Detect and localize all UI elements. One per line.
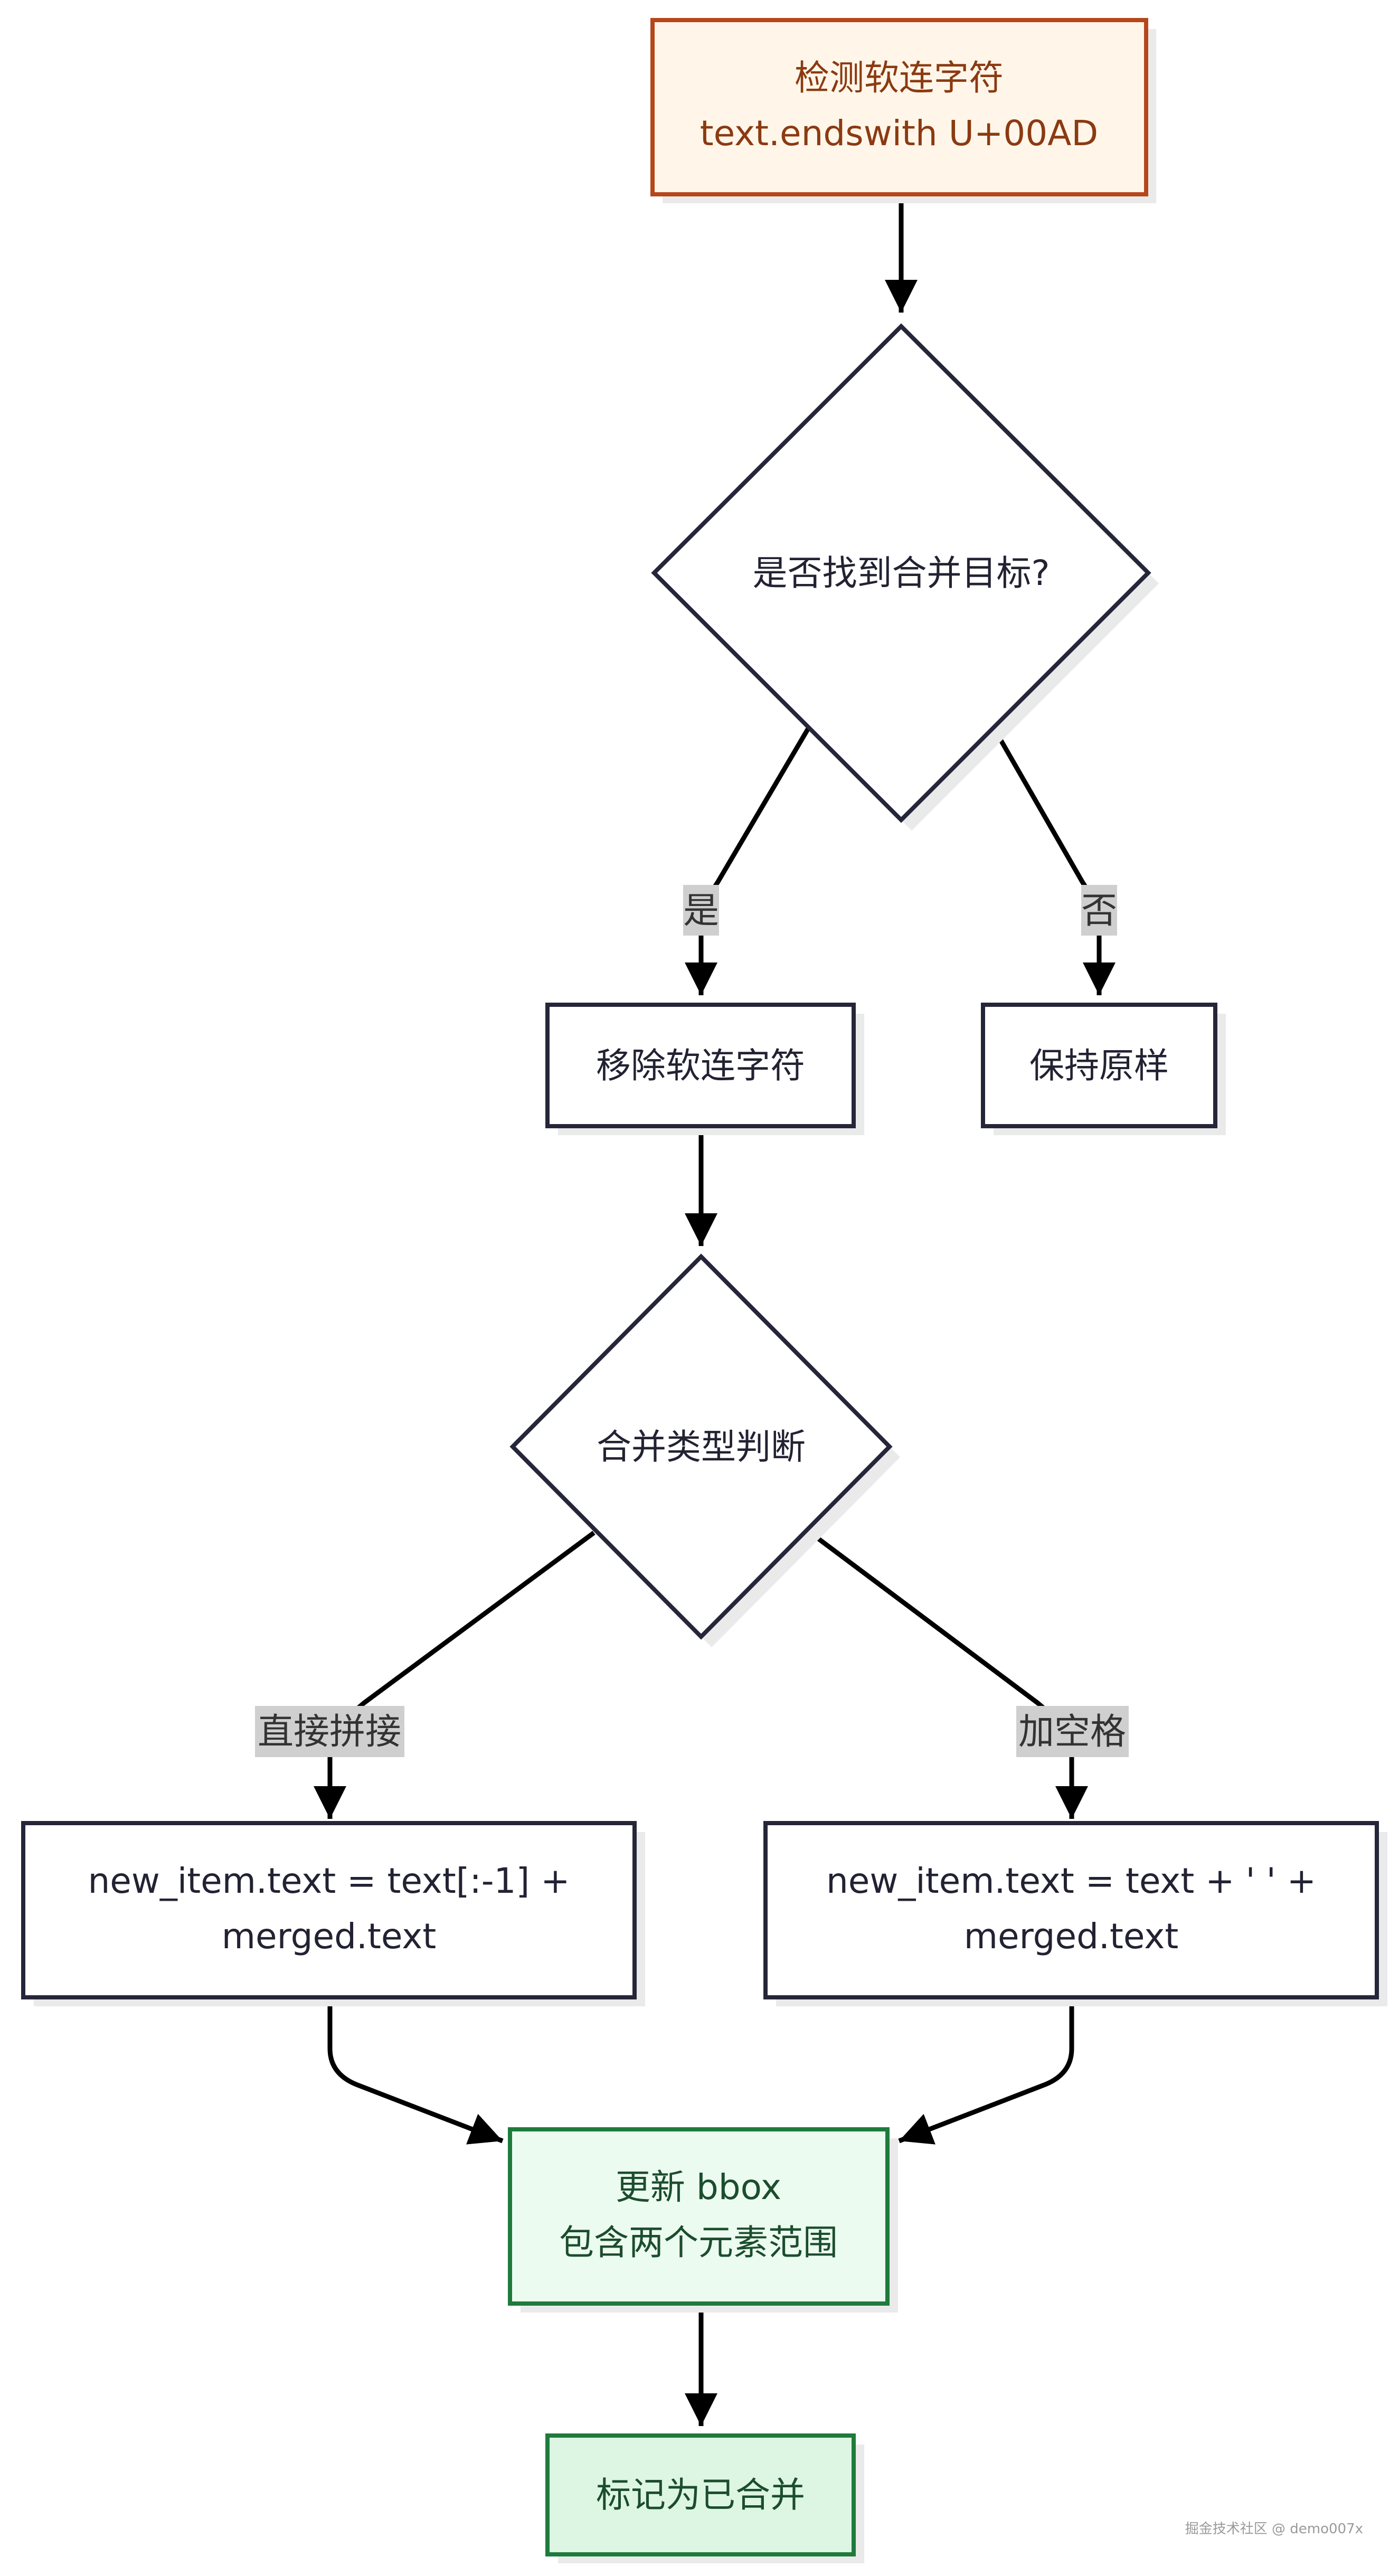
node-mark-merged-box (545, 2433, 856, 2556)
edge-mergetype-to-direct (314, 1531, 595, 1819)
node-keep-original[interactable]: 保持原样 (981, 1003, 1226, 1135)
node-keep-original-text: 保持原样 (1029, 1045, 1169, 1086)
edge-label-direct: 直接拼接 (255, 1706, 404, 1757)
edge-decision-to-remove (685, 726, 811, 995)
node-merge-type-decision[interactable]: 合并类型判断 (509, 1253, 900, 1647)
edge-label-no: 否 (1081, 885, 1117, 936)
node-detect[interactable]: 检测软连字符 text.endswith U+00AD (650, 18, 1156, 203)
watermark-text: 掘金技术社区 @ demo007x (1185, 2521, 1363, 2537)
node-add-space-box (763, 1821, 1379, 1999)
node-update-bbox-line-2: 包含两个元素范围 (559, 2222, 838, 2263)
node-detect-line-1: 检测软连字符 (795, 58, 1004, 98)
node-remove-hyphen[interactable]: 移除软连字符 (545, 1003, 864, 1135)
nodes: 检测软连字符 text.endswith U+00AD 是否找到合并目标? 移除… (21, 18, 1387, 2563)
node-direct-concat-line-2: merged.text (222, 1916, 437, 1957)
node-detect-box (650, 18, 1148, 196)
node-mark-merged[interactable]: 标记为已合并 (545, 2433, 864, 2563)
edge-label-space-bg (1016, 1706, 1129, 1757)
edge-label-space-text: 加空格 (1018, 1711, 1126, 1753)
edge-mergetype-to-space (809, 1531, 1088, 1819)
node-direct-concat-line-1: new_item.text = text[:-1] + (88, 1861, 570, 1901)
node-found-decision[interactable]: 是否找到合并目标? (651, 323, 1159, 831)
node-merge-type-decision-text: 合并类型判断 (597, 1427, 806, 1467)
edge-direct-to-bbox (327, 1998, 504, 2145)
edge-label-yes-bg (683, 885, 719, 936)
node-update-bbox[interactable]: 更新 bbox 包含两个元素范围 (508, 2127, 898, 2313)
edge-label-direct-bg (255, 1706, 404, 1757)
edge-label-no-bg (1081, 885, 1117, 936)
node-add-space-line-2: merged.text (964, 1916, 1179, 1957)
node-update-bbox-box (508, 2127, 890, 2306)
edge-space-to-bbox (898, 1998, 1074, 2145)
edge-label-yes: 是 (683, 885, 719, 936)
edge-label-space: 加空格 (1016, 1706, 1129, 1757)
edge-label-yes-text: 是 (683, 890, 719, 932)
node-remove-hyphen-box (545, 1003, 856, 1128)
node-found-decision-shape (651, 323, 1151, 823)
node-merge-type-decision-shape (509, 1253, 893, 1640)
node-direct-concat-box (21, 1821, 637, 1999)
node-mark-merged-text: 标记为已合并 (596, 2475, 805, 2515)
node-direct-concat[interactable]: new_item.text = text[:-1] + merged.text (21, 1821, 645, 2006)
edge-label-no-text: 否 (1081, 890, 1117, 932)
node-detect-line-2: text.endswith U+00AD (700, 113, 1099, 154)
node-remove-hyphen-text: 移除软连字符 (596, 1045, 805, 1086)
edge-label-direct-text: 直接拼接 (258, 1711, 401, 1753)
edge-labels: 是 否 直接拼接 加空格 (255, 885, 1129, 1757)
node-found-decision-text: 是否找到合并目标? (752, 553, 1050, 593)
edge-decision-to-keep (991, 726, 1116, 995)
node-keep-original-box (981, 1003, 1217, 1128)
node-update-bbox-line-1: 更新 bbox (616, 2167, 781, 2207)
node-add-space-line-1: new_item.text = text + ' ' + (826, 1861, 1316, 1901)
node-add-space[interactable]: new_item.text = text + ' ' + merged.text (763, 1821, 1387, 2006)
